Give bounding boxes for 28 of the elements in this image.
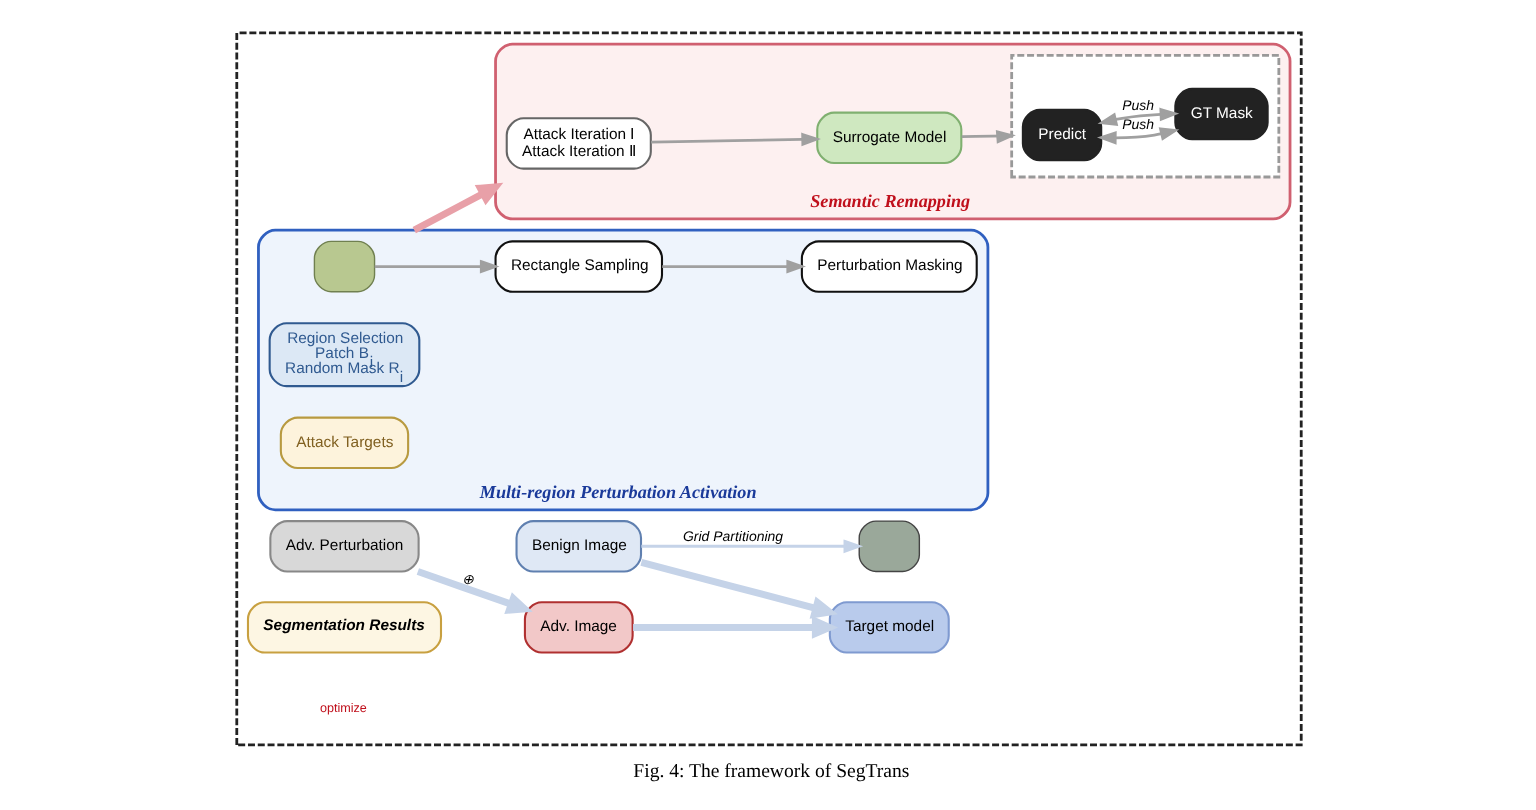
arrow (1096, 127, 1179, 145)
caption: Fig. 4: The framework of SegTrans (632, 761, 909, 784)
arrow (640, 539, 863, 554)
node-box: Adv. Perturbation (268, 520, 419, 573)
cluster (1009, 53, 1280, 179)
arrow (373, 259, 499, 274)
node-box: Segmentation Results (245, 601, 442, 654)
node-box: Surrogate Model (815, 111, 962, 165)
node-box: Target model (827, 601, 949, 654)
arrow (632, 615, 838, 639)
arrow (1096, 107, 1179, 126)
node-box: Attack Iteration Ⅰ Attack Iteration Ⅱ (504, 117, 651, 170)
arrow (415, 568, 532, 614)
arrow (960, 129, 1015, 144)
node-box: Rectangle Sampling (493, 240, 663, 293)
node-box: Benign Image (514, 520, 642, 573)
cluster (234, 31, 1302, 747)
node-box: Attack Targets (278, 416, 409, 469)
node-box: Perturbation Masking (799, 240, 977, 293)
node-box (312, 240, 375, 293)
node-box: GT Mask (1173, 87, 1268, 141)
node-box: Predict (1020, 108, 1102, 162)
arrow (650, 132, 820, 147)
node-box: Adv. Image (522, 601, 633, 654)
arrow (661, 259, 805, 274)
node-box (857, 520, 920, 573)
arrow (411, 182, 503, 234)
arrow (639, 559, 837, 619)
